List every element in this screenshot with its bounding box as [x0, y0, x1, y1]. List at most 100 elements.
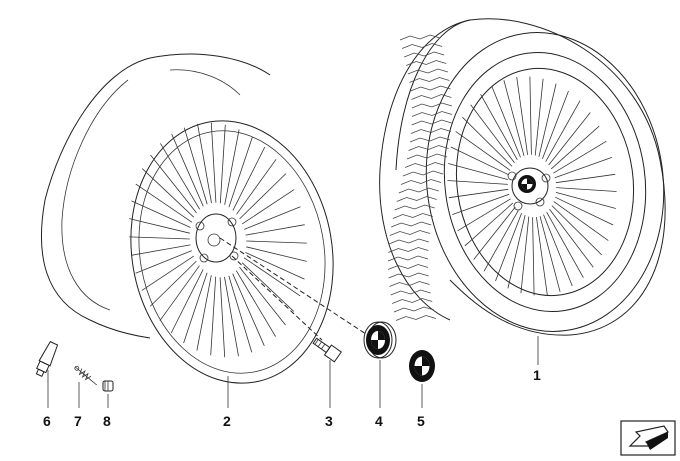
spoke-line [536, 217, 548, 295]
part-number-1: 1 [533, 367, 541, 383]
spoke-line [462, 116, 513, 167]
tread-mark [406, 60, 447, 66]
spoke-line [170, 269, 204, 334]
tread-mark [396, 196, 437, 202]
spoke-line [241, 189, 295, 225]
spoke-line [131, 200, 191, 228]
tread-mark [390, 289, 431, 296]
tread-mark [407, 68, 449, 75]
valve [35, 340, 59, 377]
spoke-line [516, 77, 528, 155]
assembly-guide-line [219, 237, 376, 341]
spoke-line [483, 210, 519, 272]
spoke-line [135, 183, 193, 223]
spoke-line [197, 123, 212, 204]
rim-spokes [129, 122, 307, 358]
spoke-line [520, 216, 530, 294]
spoke-line [554, 157, 612, 179]
part-number-6: 6 [43, 413, 51, 429]
spoke-line [491, 85, 521, 158]
spoke-line [241, 262, 295, 312]
tread-mark [404, 51, 445, 58]
part-number-4: 4 [375, 413, 383, 429]
spoke-line [210, 276, 217, 356]
spoke-line [553, 140, 607, 174]
spoke-line [447, 180, 508, 185]
spoke-line [246, 240, 307, 244]
spoke-line [239, 173, 287, 220]
valve-cap [102, 380, 114, 392]
spoke-line [452, 193, 510, 215]
tread-mark [398, 187, 439, 194]
valve-core [74, 365, 97, 386]
spoke-line [244, 206, 301, 230]
spoke-line [159, 265, 200, 321]
spoke-line [236, 159, 277, 215]
spoke-line [245, 224, 305, 236]
spoke-line [129, 236, 190, 240]
spoke-line [131, 244, 191, 256]
tread-mark [409, 77, 450, 83]
wheel-bolt [312, 337, 342, 363]
spoke-line [239, 266, 286, 326]
hub-cap [363, 321, 397, 359]
tread-mark [409, 136, 451, 143]
spoke-line [224, 129, 240, 205]
tread-mark [388, 272, 429, 279]
tread-mark [399, 34, 441, 41]
spoke-line [224, 276, 239, 357]
spoke-line [470, 104, 515, 164]
spoke-line [550, 125, 600, 170]
tread-mark [410, 85, 451, 92]
spoke-line [196, 275, 212, 351]
spoke-line [183, 127, 208, 205]
part-number-2: 2 [223, 413, 231, 429]
part-number-5: 5 [417, 413, 425, 429]
spoke-line [548, 112, 591, 166]
spoke-line [555, 173, 616, 184]
spoke-line [495, 212, 522, 282]
tread-mark [408, 145, 449, 151]
tread-mark [393, 306, 435, 313]
tread-mark [411, 119, 452, 126]
spoke-line [141, 255, 195, 291]
spoke-line [210, 122, 217, 203]
spoke-line [551, 205, 602, 256]
spoke-line [538, 83, 557, 157]
tread-mark [387, 264, 429, 270]
tread-mark [411, 111, 453, 117]
tread-mark [402, 170, 444, 177]
tread-mark [411, 102, 453, 109]
spoke-line [228, 136, 253, 208]
spoke-line [464, 202, 514, 247]
tread-mark [389, 281, 430, 287]
spoke-line [539, 216, 561, 292]
spoke-line [556, 187, 617, 192]
spoke-line [150, 154, 197, 214]
spoke-line [555, 192, 616, 209]
spoke-line [529, 76, 532, 155]
view-direction-arrow-icon [620, 420, 676, 456]
spoke-line [129, 218, 190, 234]
spoke-line [219, 277, 226, 358]
spoke-line [503, 80, 525, 156]
tread-mark [394, 204, 435, 211]
spoke-line [450, 146, 509, 176]
spoke-line [457, 198, 511, 232]
tread-mark [391, 221, 432, 228]
tread-mark [400, 179, 442, 185]
part-number-3: 3 [325, 413, 333, 429]
spoke-line [219, 124, 226, 204]
spoke-line [448, 163, 509, 180]
tread-mark [392, 298, 433, 304]
tread-mark [406, 153, 448, 160]
spoke-line [546, 212, 584, 278]
spoke-line [542, 90, 569, 160]
tread-mark [387, 255, 429, 262]
assembly-guide-line-bolt [231, 255, 323, 341]
spoke-line [553, 201, 609, 241]
tread-mark [395, 315, 437, 321]
tire-wheel-assembly [379, 18, 666, 336]
part-number-8: 8 [103, 413, 111, 429]
